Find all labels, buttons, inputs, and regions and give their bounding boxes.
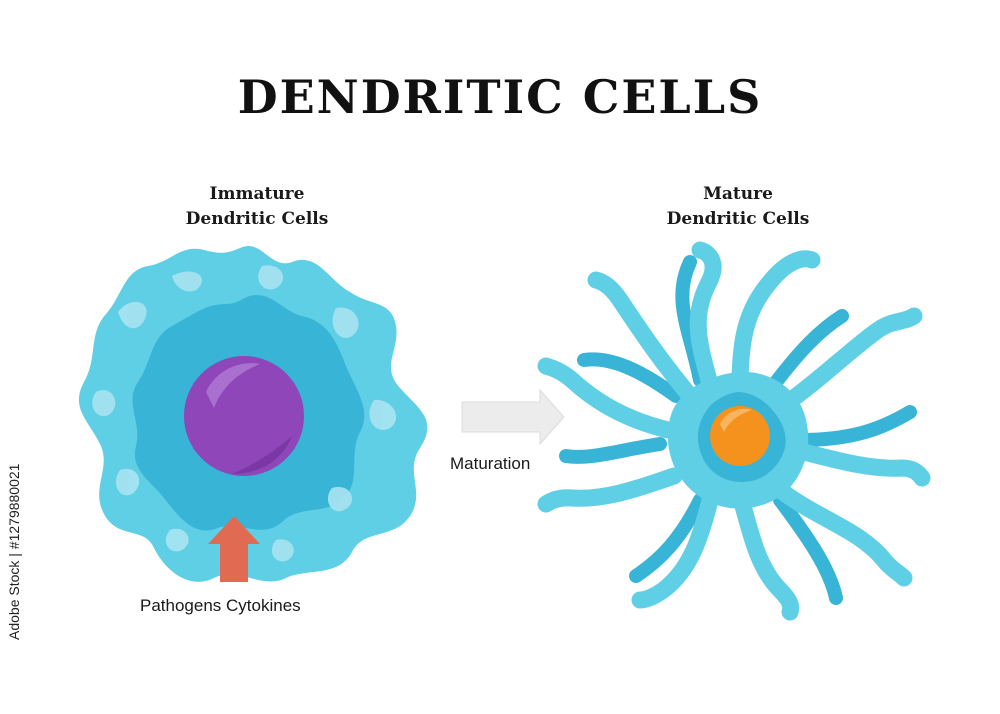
maturation-label: Maturation <box>450 454 531 473</box>
stimulus-arrow <box>208 516 260 582</box>
immature-label-line2: Dendritic Cells <box>185 209 329 229</box>
immature-cell-label: Immature Dendritic Cells <box>97 182 417 232</box>
mature-label-line1: Mature <box>703 184 773 204</box>
diagram-title: DENDRITIC CELLS <box>237 70 763 124</box>
immature-label-line1: Immature <box>209 184 305 204</box>
immature-cell-nucleus <box>184 356 304 476</box>
immature-dendritic-cell <box>78 246 428 582</box>
mature-cell-label: Mature Dendritic Cells <box>578 182 898 232</box>
immature-cell-highlights <box>92 265 397 562</box>
maturation-arrow <box>461 388 565 446</box>
stimulus-label: Pathogens Cytokines <box>140 596 301 615</box>
stock-id-watermark: Adobe Stock | #1279880021 <box>6 463 22 640</box>
mature-cell-dendrites <box>537 241 931 621</box>
immature-nucleus-highlight <box>206 363 260 408</box>
mature-label-line2: Dendritic Cells <box>666 209 810 229</box>
mature-nucleus-highlight <box>720 408 752 432</box>
immature-nucleus-shadow <box>232 436 292 474</box>
mature-dendritic-cell <box>537 241 931 621</box>
